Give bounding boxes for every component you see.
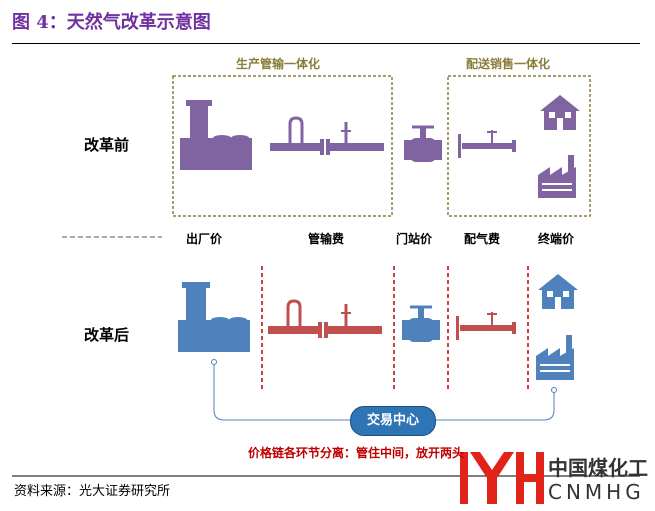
stage-gate-price: 门站价 [396, 232, 433, 246]
pipeline-icon-before [270, 116, 384, 155]
production-transport-box [172, 75, 393, 217]
title-rule [12, 43, 640, 44]
distribution-pipe-before [458, 130, 516, 158]
row-label-after: 改革后 [84, 326, 130, 344]
row-label-before: 改革前 [84, 136, 130, 154]
stage-dividers [261, 266, 529, 392]
plant-icon-before [180, 100, 252, 170]
trading-hub: 交易中心 [350, 406, 436, 436]
stage-pipeline-fee: 管输费 [308, 232, 345, 246]
group-label-production-transport: 生产管输一体化 [236, 57, 321, 71]
pipeline-icon-after [268, 299, 382, 338]
price-chain-note: 价格链各环节分离：管住中间，放开两头 [248, 446, 465, 460]
hub-connector [211, 359, 557, 421]
valve-icon-before [404, 125, 442, 162]
valve-icon-after [402, 305, 440, 342]
figure-title: 图 4：天然气改革示意图 [12, 12, 211, 33]
distribution-sales-box [447, 75, 591, 217]
logo-text-en: CNMHG [548, 480, 645, 504]
cnmhg-logo-mark [460, 452, 544, 504]
house-icon-after [538, 274, 578, 309]
factory-icon-after [536, 335, 574, 380]
factory-icon-before [538, 155, 576, 198]
stage-distribution-fee: 配气费 [464, 232, 501, 246]
group-label-distribution-sales: 配送销售一体化 [466, 57, 551, 71]
logo-text-cn: 中国煤化工 [548, 456, 648, 480]
stage-ex-factory: 出厂价 [186, 232, 223, 246]
distribution-pipe-after [456, 312, 516, 340]
source-text: 资料来源：光大证券研究所 [14, 484, 171, 499]
stage-end-price: 终端价 [538, 232, 575, 246]
plant-icon-after [178, 282, 250, 352]
house-icon-before [540, 95, 580, 130]
